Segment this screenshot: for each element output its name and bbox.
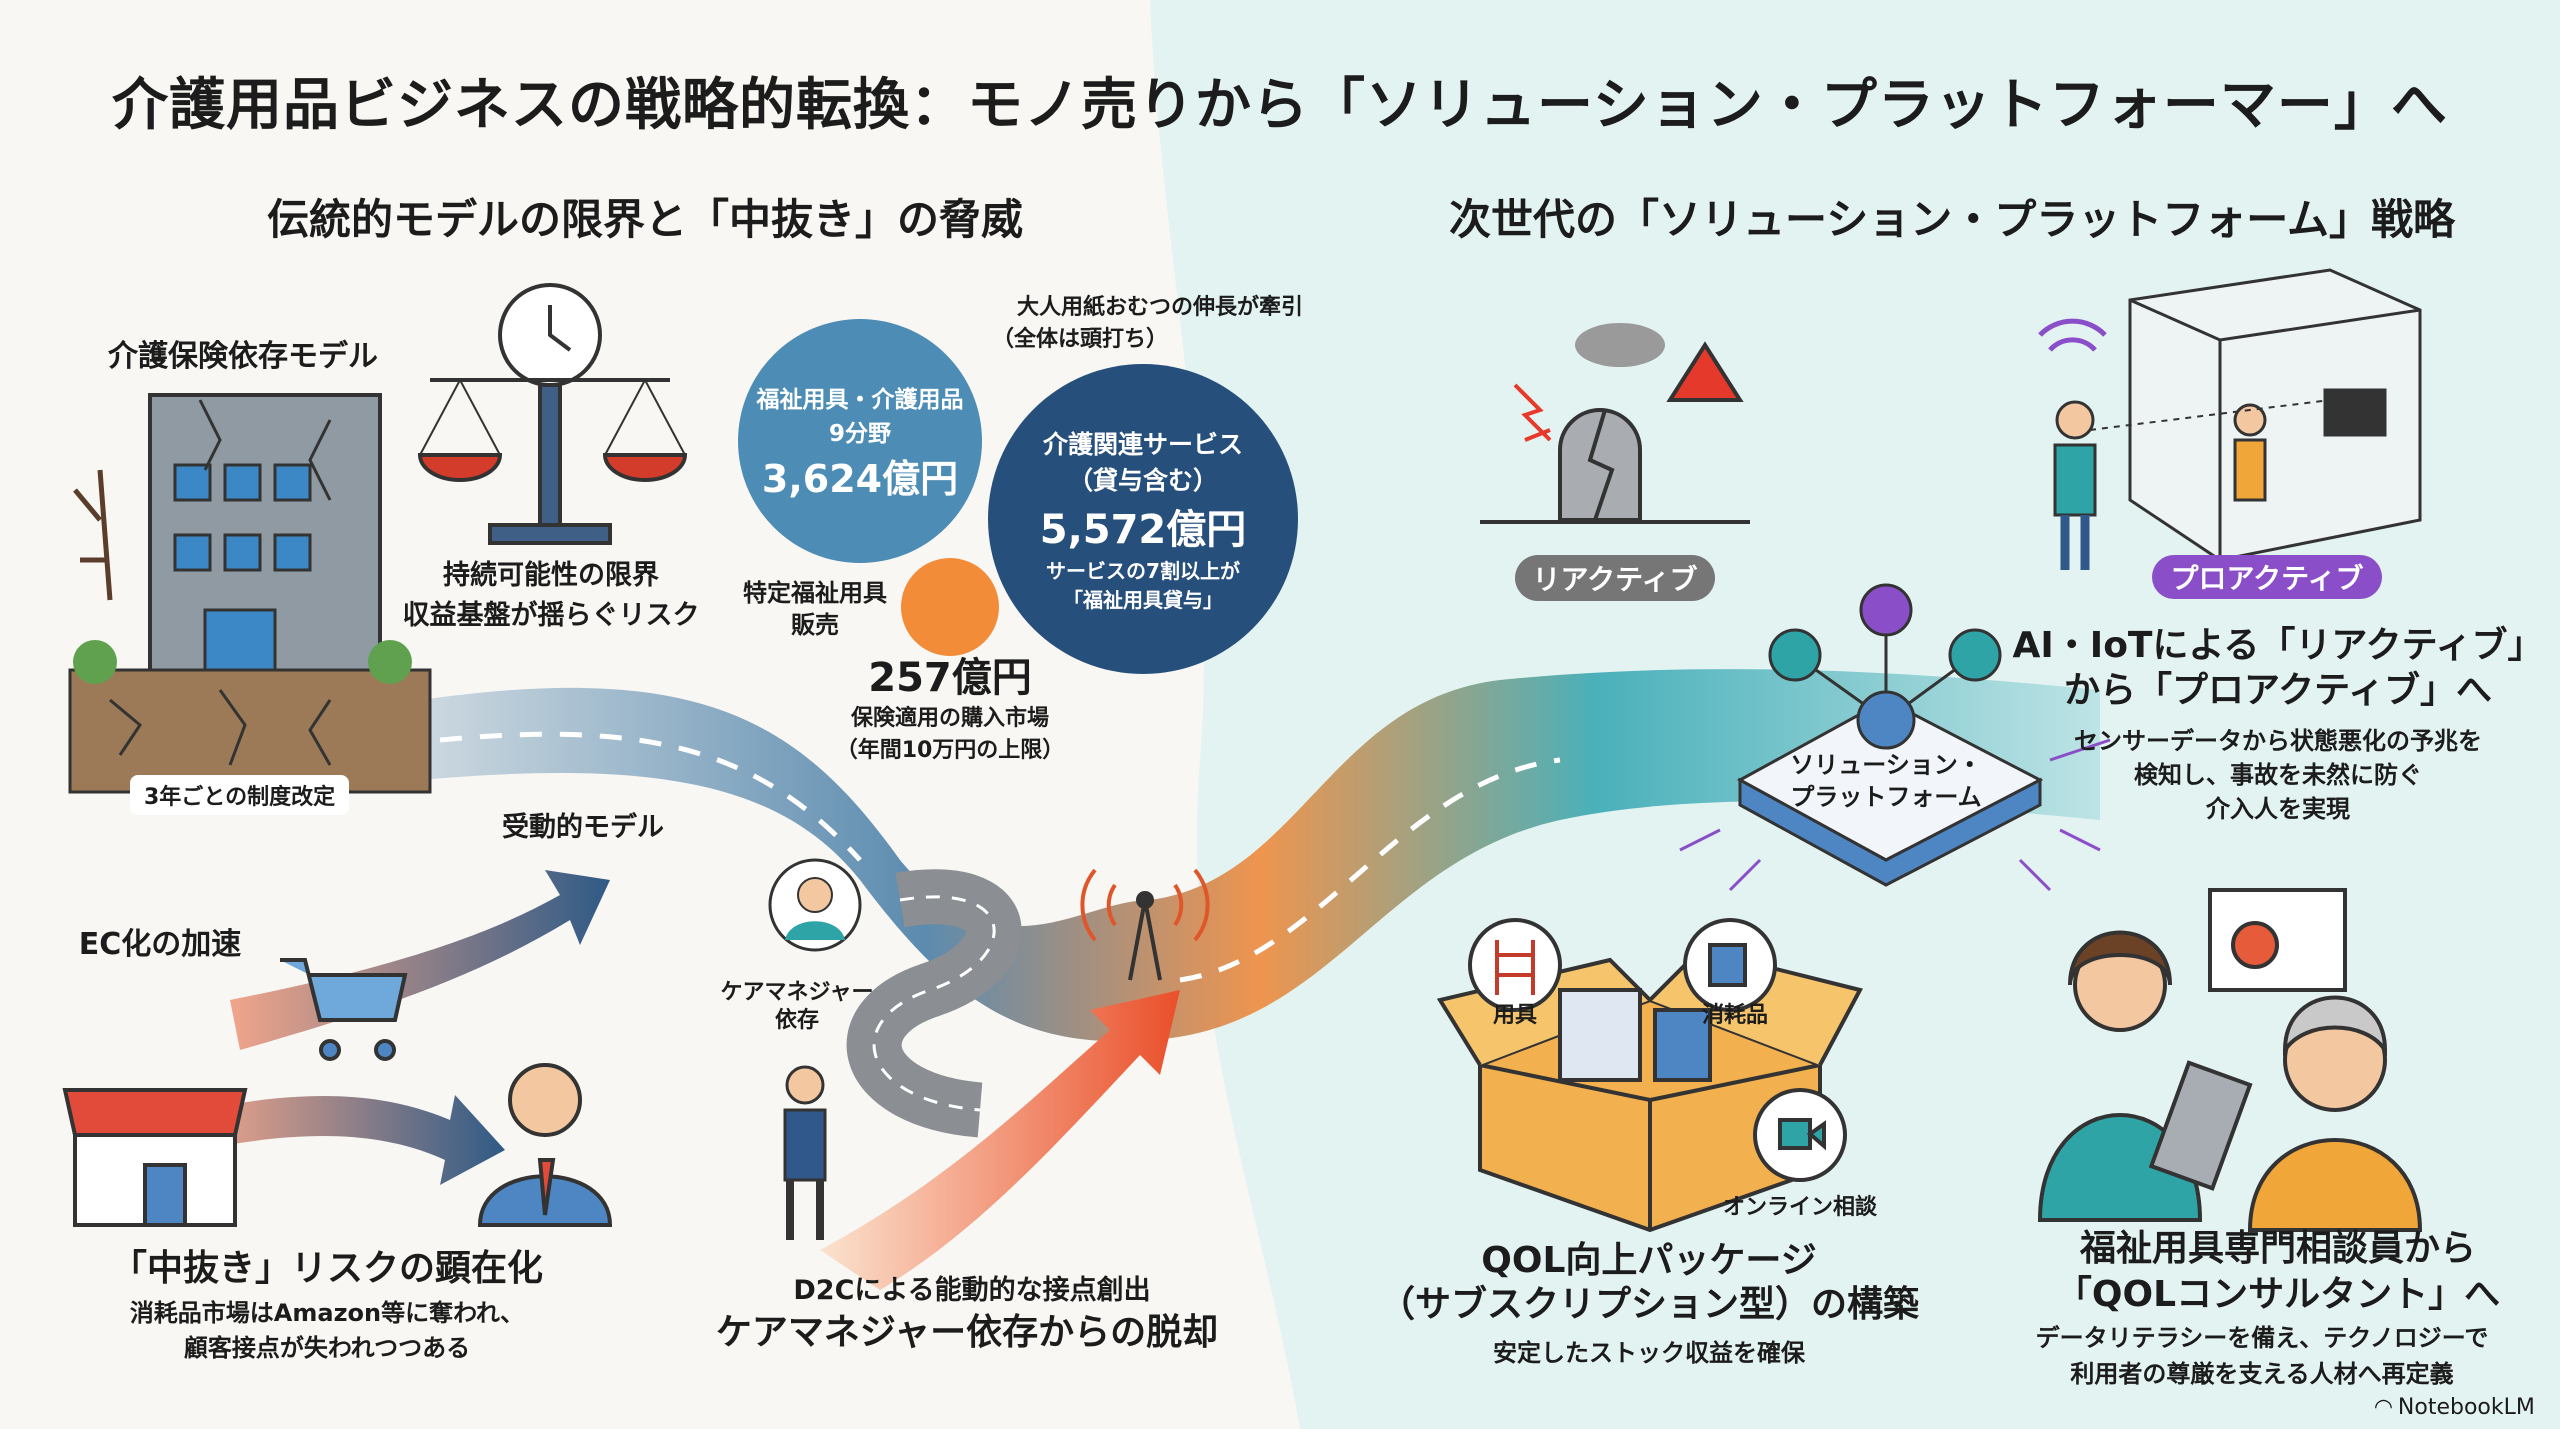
reactive-pill: リアクティブ	[1515, 555, 1715, 601]
thinking-person-icon	[783, 1065, 827, 1240]
ground-label: 3年ごとの制度改定	[130, 775, 350, 815]
package-heading2: （サブスクリプション型）の構築	[1378, 1284, 1920, 1325]
care-services-note2: 「福祉用具貸与」	[1063, 588, 1223, 612]
care-services-bubble: 介護関連サービス （貸与含む） 5,572億円 サービスの7割以上が 「福祉用具…	[988, 364, 1298, 674]
shopping-cart-icon	[280, 958, 408, 1061]
care-services-value: 5,572億円	[1039, 507, 1247, 553]
notebooklm-brand: ◠ NotebookLM	[2375, 1395, 2535, 1420]
ec-sub1: 消耗品市場はAmazon等に奪われ、	[129, 1299, 525, 1327]
specific-sales-value: 257億円	[868, 655, 1032, 701]
package-heading1: QOL向上パッケージ	[1481, 1240, 1817, 1281]
welfare-goods-line2: 9分野	[828, 420, 891, 447]
platform-line1: ソリューション・	[1790, 751, 1982, 779]
reactive-broken-icon	[1480, 323, 1750, 524]
transition-road	[420, 669, 2100, 1042]
care-manager-label2: 依存	[774, 1008, 820, 1033]
welfare-goods-bubble: 福祉用具・介護用品 9分野 3,624億円	[738, 319, 982, 563]
package-sub: 安定したストック収益を確保	[1493, 1339, 1805, 1367]
ec-arrow-right	[200, 1095, 505, 1185]
consultant-sub2: 利用者の尊厳を支える人材へ再定義	[2070, 1360, 2454, 1388]
consultant-sub1: データリテラシーを備え、テクノロジーで	[2035, 1324, 2489, 1352]
consultant-heading2: 「QOLコンサルタント」へ	[2055, 1274, 2501, 1315]
care-services-line1: 介護関連サービス	[1042, 430, 1243, 459]
platform-line2: プラットフォーム	[1790, 783, 1982, 811]
left-section-heading: 伝統的モデルの限界と「中抜き」の脅威	[266, 195, 1024, 244]
specific-sales-note2: （年間10万円の上限）	[835, 738, 1065, 763]
right-section-heading: 次世代の「ソリューション・プラットフォーム」戦略	[1449, 195, 2455, 244]
ai-sub1: センサーデータから状態悪化の予兆を	[2074, 727, 2482, 755]
specific-sales-bubble	[901, 558, 999, 656]
d2c-arrow	[820, 990, 1180, 1290]
consultant-elder-illustration	[2037, 888, 2423, 1232]
platform-network-illustration	[1679, 583, 2111, 892]
welfare-goods-value: 3,624億円	[761, 456, 959, 501]
d2c-heading: ケアマネジャー依存からの脱却	[715, 1312, 1219, 1353]
ec-label: EC化の加速	[78, 927, 242, 962]
package-item-consumables: 消耗品	[1701, 1003, 1769, 1028]
ec-sub2: 顧客接点が失われつつある	[183, 1334, 471, 1362]
market-note-line1: 大人用紙おむつの伸長が牽引	[1016, 295, 1304, 320]
care-services-note1: サービスの7割以上が	[1046, 559, 1240, 583]
sustainability-line1: 持続可能性の限界	[443, 560, 659, 591]
d2c-sub: D2Cによる能動的な接点創出	[793, 1275, 1151, 1306]
package-item-online: オンライン相談	[1722, 1195, 1878, 1220]
antenna-icon	[1080, 868, 1210, 981]
smart-room-illustration	[2038, 268, 2422, 570]
subscription-box-illustration	[1436, 918, 1863, 1233]
proactive-pill: プロアクティブ	[2152, 555, 2382, 599]
market-note-line2: （全体は頭打ち）	[991, 327, 1169, 352]
ai-heading2: から「プロアクティブ」へ	[2063, 670, 2493, 711]
page-title: 介護用品ビジネスの戦略的転換：モノ売りから「ソリューション・プラットフォーマー」…	[112, 73, 2448, 138]
care-services-line2: （貸与含む）	[1067, 466, 1218, 495]
care-manager-label1: ケアマネジャー	[720, 980, 874, 1005]
consultant-heading1: 福祉用具専門相談員から	[2079, 1228, 2477, 1269]
specific-sales-note1: 保険適用の購入市場	[850, 706, 1050, 731]
insurance-model-label: 介護保険依存モデル	[108, 339, 378, 374]
passive-model-label: 受動的モデル	[502, 812, 664, 843]
balance-scale-illustration	[417, 283, 688, 545]
brand-label: NotebookLM	[2397, 1395, 2535, 1420]
cracked-building-illustration	[68, 393, 432, 794]
sustainability-line2: 収益基盤が揺らぐリスク	[402, 600, 700, 631]
specific-sales-label2: 販売	[791, 611, 839, 639]
ec-heading: 「中抜き」リスクの顕在化	[110, 1248, 544, 1289]
package-item-tools: 用具	[1492, 1003, 1538, 1028]
ai-sub3: 介入人を実現	[2206, 795, 2350, 823]
notebooklm-logo-icon: ◠	[2375, 1395, 2392, 1420]
store-icon	[62, 1088, 248, 1227]
specific-sales-label1: 特定福祉用具	[743, 579, 887, 607]
welfare-goods-line1: 福祉用具・介護用品	[756, 386, 964, 413]
businessman-icon	[477, 1063, 613, 1227]
ai-sub2: 検知し、事故を未然に防ぐ	[2134, 761, 2422, 789]
care-manager-icon	[768, 858, 862, 952]
ai-heading1: AI・IoTによる「リアクティブ」	[2012, 625, 2544, 666]
